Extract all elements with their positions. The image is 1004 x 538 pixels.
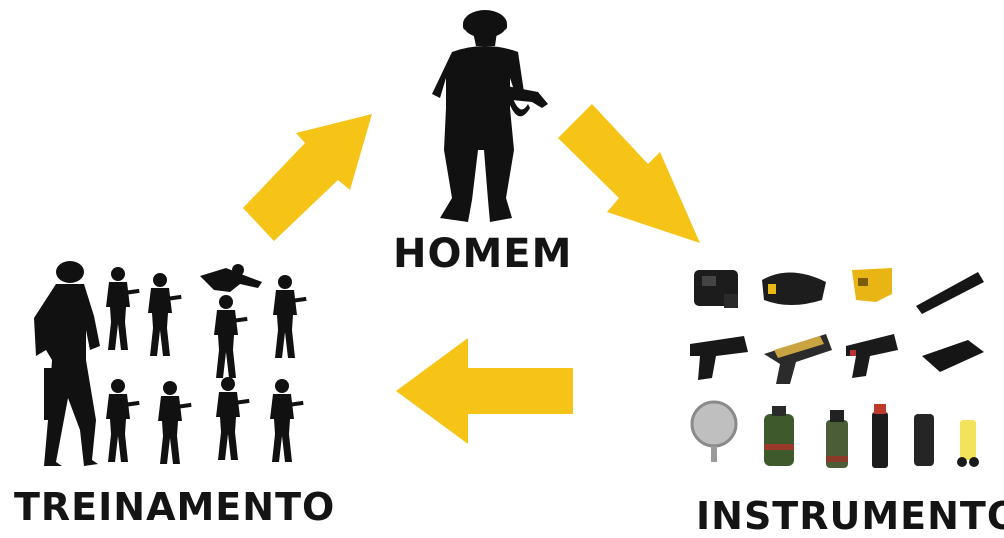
pepper-spray-icon — [872, 404, 888, 468]
ammo-rounds-icon — [957, 420, 979, 467]
spray-canister-icon — [914, 414, 934, 466]
instrumento-label: INSTRUMENTO — [696, 494, 1004, 538]
arrow-instrumento-to-treinamento — [396, 338, 573, 444]
riot-shield-mirror-icon — [690, 400, 738, 462]
arrow-treinamento-to-homem — [243, 114, 372, 241]
pistol-gold-icon — [764, 334, 832, 384]
flashlight-baton-icon — [916, 272, 984, 314]
taser-device-icon — [694, 270, 738, 308]
treinamento-label: TREINAMENTO — [14, 485, 336, 529]
homem-label: HOMEM — [393, 231, 573, 277]
stun-gun-icon — [762, 272, 826, 305]
yellow-taser-icon — [852, 268, 892, 302]
soldier-silhouette-icon — [432, 10, 548, 222]
pistol-black-icon — [690, 336, 748, 380]
non-lethal-weapons-grid-icon — [690, 268, 984, 468]
stun-baton-icon — [922, 340, 984, 372]
grenade-slim-icon — [826, 410, 848, 468]
training-soldiers-group-icon — [34, 261, 307, 466]
pistol-compact-icon — [846, 334, 898, 378]
grenade-green-icon — [764, 406, 794, 466]
arrow-homem-to-instrumento — [558, 104, 700, 243]
